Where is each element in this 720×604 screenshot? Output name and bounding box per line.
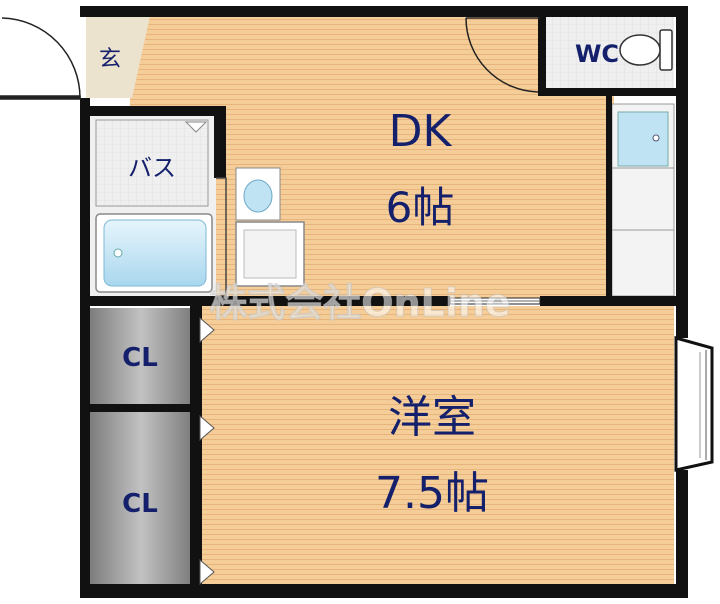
wall-dk-western-right bbox=[540, 296, 688, 306]
doors bbox=[0, 17, 541, 305]
wall-bottom bbox=[80, 584, 688, 598]
shower-area bbox=[95, 119, 209, 207]
closet-lower-label: CL bbox=[122, 489, 158, 519]
washbasin-bowl-icon bbox=[243, 179, 273, 213]
drain-icon bbox=[113, 248, 123, 258]
wall-dk-western bbox=[80, 296, 450, 306]
faucet-icon bbox=[652, 134, 660, 142]
wc-label: WC bbox=[575, 40, 619, 68]
wall-right-lower bbox=[676, 470, 688, 598]
closet-door-marks bbox=[199, 316, 215, 586]
bathtub-basin bbox=[103, 219, 207, 287]
toilet-bowl-icon bbox=[619, 34, 661, 66]
shower-corner-icon bbox=[184, 121, 208, 133]
western-name-label: 洋室 bbox=[388, 392, 476, 443]
wall-closet-divider bbox=[86, 404, 198, 412]
wall-wc-bottom bbox=[538, 88, 688, 96]
wall-top bbox=[80, 6, 688, 17]
wc-door bbox=[465, 17, 540, 93]
toilet bbox=[619, 29, 673, 71]
dk-name-label: DK bbox=[389, 106, 453, 157]
bath-label: バス bbox=[128, 154, 176, 182]
kitchen-sink bbox=[617, 111, 669, 167]
closet-upper-floor bbox=[90, 308, 192, 406]
entrance-label: 玄 bbox=[99, 47, 121, 72]
wall-left-upper bbox=[80, 98, 90, 598]
closet-upper-label: CL bbox=[122, 343, 158, 373]
entrance-door bbox=[0, 17, 81, 99]
wall-wc-left bbox=[538, 6, 546, 94]
wall-closet-right bbox=[190, 306, 202, 584]
vanity-area bbox=[235, 167, 305, 287]
wall-bath-top bbox=[86, 106, 220, 116]
walls bbox=[80, 6, 688, 598]
bath-door bbox=[216, 177, 227, 297]
toilet-tank bbox=[659, 29, 673, 71]
wall-left-stub bbox=[80, 6, 88, 14]
watermark: 株式会社OnLine bbox=[209, 281, 510, 325]
western-size-label: 7.5帖 bbox=[375, 468, 489, 519]
wall-right-upper bbox=[676, 6, 688, 338]
dk-size-label: 6帖 bbox=[386, 183, 455, 232]
kitchen bbox=[612, 111, 674, 231]
wall-bath-right bbox=[214, 106, 226, 178]
closet-lower-floor bbox=[90, 410, 192, 584]
bay-window bbox=[674, 336, 714, 472]
western-floor bbox=[200, 306, 674, 584]
labels: 玄 WC バス DK 6帖 洋室 7.5帖 CL CL bbox=[99, 40, 619, 519]
entrance-floor bbox=[86, 16, 150, 98]
bath-fixtures bbox=[95, 119, 213, 293]
wall-counter-left bbox=[606, 96, 612, 296]
